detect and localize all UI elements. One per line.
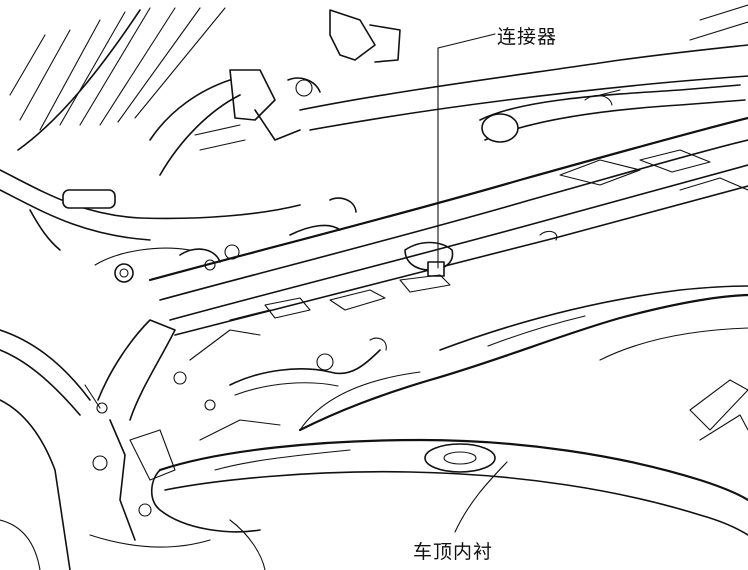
right-upper-frame	[299, 4, 748, 143]
upper-frame	[0, 9, 401, 251]
connector-label: 连接器	[497, 26, 558, 48]
headliner-shape	[150, 285, 748, 570]
headliner-label: 车顶内衬	[413, 541, 494, 563]
wiring	[0, 337, 387, 570]
roof-bow	[148, 116, 748, 336]
connector-leader	[437, 33, 496, 269]
connector-area	[94, 197, 454, 293]
headliner-leader	[454, 461, 508, 533]
upper-panel-hatching	[9, 7, 226, 151]
left-pillar	[0, 319, 281, 570]
